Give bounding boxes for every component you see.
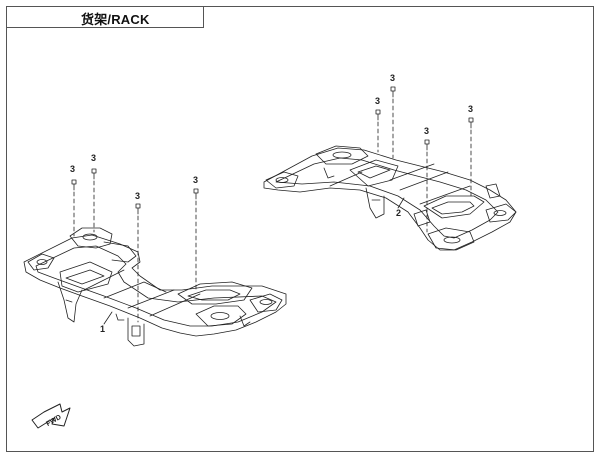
rear-rack [263,145,517,251]
callout-bolt-rear-4: 3 [468,104,473,114]
leader-line-rack-2 [397,197,405,209]
bolt-front-1 [71,179,77,237]
callout-bolt-front-2: 3 [91,153,96,163]
drawing-frame [6,6,594,452]
leader-line-rack-1 [103,311,113,325]
title-box: 货架/RACK [6,6,204,28]
bolt-rear-4 [468,117,474,197]
callout-bolt-rear-1: 3 [390,73,395,83]
callout-bolt-rear-2: 3 [375,96,380,106]
front-rack [23,227,287,347]
bolts [71,86,474,323]
callout-bolt-rear-3: 3 [424,126,429,136]
callout-bolt-front-4: 3 [193,175,198,185]
bolt-rear-2 [375,109,381,153]
bolt-front-3 [135,203,141,323]
bolt-front-2 [91,168,97,233]
bolt-rear-1 [390,86,396,159]
callout-bolt-front-1: 3 [70,164,75,174]
callout-rack-2: 2 [396,208,401,218]
callout-bolt-front-3: 3 [135,191,140,201]
fwd-arrow-icon [31,403,71,429]
page-title: 货架/RACK [81,12,150,27]
callout-rack-1: 1 [100,324,105,334]
bolt-front-4 [193,188,199,291]
bolt-rear-3 [424,139,430,233]
